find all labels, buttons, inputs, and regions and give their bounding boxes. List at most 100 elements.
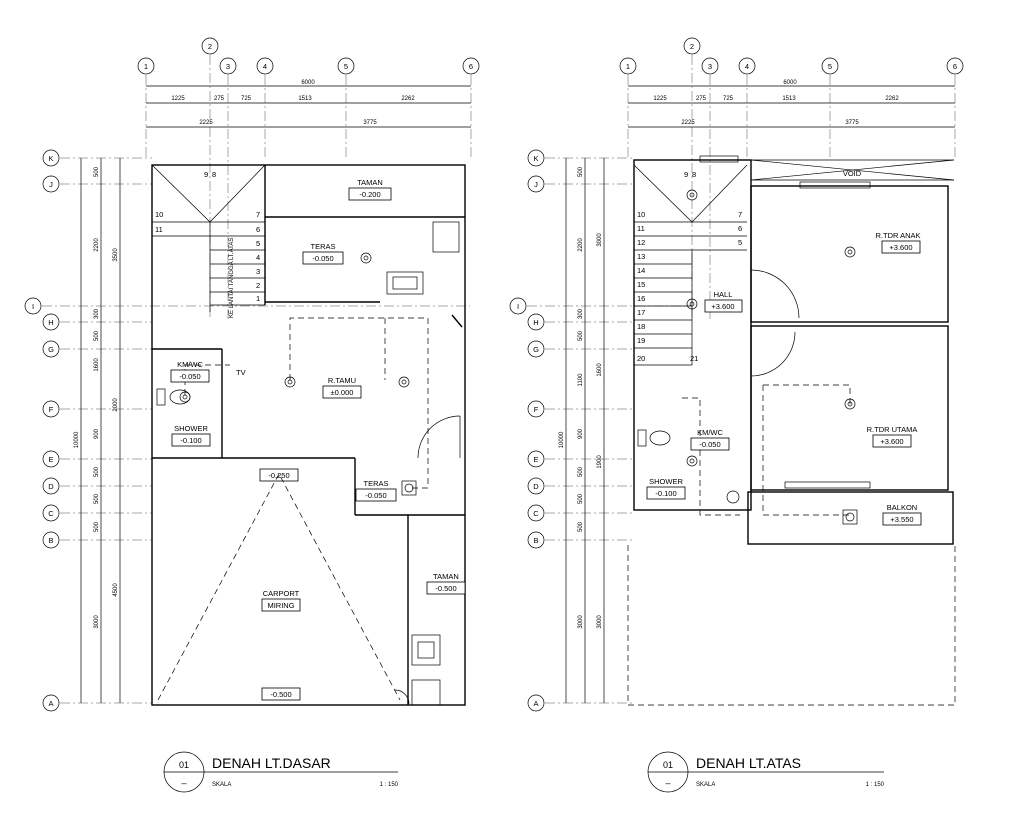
stair-step: 3 [256, 267, 260, 276]
stair-step: 13 [637, 252, 645, 261]
stair-step: 4 [256, 253, 260, 262]
dimension: 275 [696, 96, 707, 102]
void-outline [627, 545, 956, 706]
grid-label: I [517, 302, 519, 311]
grid-label: 4 [263, 62, 267, 71]
stair-step: 11 [155, 225, 163, 234]
walls [627, 155, 956, 706]
dimension: 1225 [653, 96, 667, 102]
plan-number: 01 [663, 760, 673, 770]
room-level: +3.600 [889, 243, 912, 252]
room-level: -0.250 [268, 471, 289, 480]
room-level: -0.500 [435, 584, 456, 593]
grid-label: D [533, 482, 539, 491]
stair-step: 10 [637, 210, 645, 219]
toilet [637, 429, 740, 504]
stair-step: 7 [256, 210, 260, 219]
stair-step: 9 [204, 170, 208, 179]
dimension: 275 [214, 96, 225, 102]
dimension: 1600 [597, 363, 603, 377]
dimension: 500 [578, 493, 584, 504]
dimension: 900 [578, 428, 584, 439]
grid-label: H [48, 318, 53, 327]
toilet [156, 388, 191, 406]
dimension-left: 10000 500 2200 300 500 1600 900 500 500 … [74, 158, 121, 703]
grid-label: 2 [690, 42, 694, 51]
dimension: 500 [578, 521, 584, 532]
dimension: 500 [94, 466, 100, 477]
grid-label: B [533, 536, 538, 545]
title-block: 01 – DENAH LT.ATAS SKALA 1 : 150 [647, 751, 885, 793]
dimension-total: 6000 [301, 80, 315, 86]
room-name: CARPORT [263, 589, 300, 598]
room-level: -0.050 [179, 372, 200, 381]
stair-step: 5 [256, 239, 260, 248]
grid-label: 6 [953, 62, 957, 71]
room-labels: TAMAN -0.200 TERAS -0.050 KM/WC -0.050 R… [170, 178, 466, 701]
stair-step: 6 [738, 224, 742, 233]
grid-label: K [533, 154, 538, 163]
stair-step: 18 [637, 322, 645, 331]
lamp-symbols [179, 252, 417, 496]
grid-label: E [533, 455, 538, 464]
grid-lines-horizontal [42, 157, 470, 704]
stair-step: 14 [637, 266, 645, 275]
dimension: 1100 [578, 373, 584, 387]
stair-step: 16 [637, 294, 645, 303]
grid-lines-horizontal [527, 157, 690, 704]
plan-upper-floor: 1 2 3 4 5 6 K J I H G F E D C B A 6000 1… [509, 37, 964, 793]
stair-step: 1 [256, 294, 260, 303]
grid-label: G [48, 345, 54, 354]
room-name: KM/WC [177, 360, 203, 369]
grid-label: G [533, 345, 539, 354]
plan-symbol: – [665, 778, 670, 788]
grid-label: 5 [344, 62, 348, 71]
grid-label: 1 [144, 62, 148, 71]
stair-step: 9 [684, 170, 688, 179]
dimension: 1900 [597, 455, 603, 469]
dimension: 3000 [597, 233, 603, 247]
dimension: 300 [578, 308, 584, 319]
plan-number: 01 [179, 760, 189, 770]
stair-step: 17 [637, 308, 645, 317]
dimension: 725 [241, 96, 252, 102]
grid-label: D [48, 482, 54, 491]
lamp-symbols [686, 189, 858, 525]
dimension: 1225 [171, 96, 185, 102]
dimension: 4500 [113, 583, 119, 597]
grid-label: C [48, 509, 54, 518]
grid-label: 3 [226, 62, 230, 71]
grid-bubbles-top: 1 2 3 4 5 6 [619, 37, 964, 75]
dimension: 1513 [782, 96, 796, 102]
grid-label: J [534, 180, 538, 189]
title-block: 01 – DENAH LT.DASAR SKALA 1 : 150 [163, 751, 399, 793]
plan-symbol: – [181, 778, 186, 788]
dimension-left: 10000 500 2200 300 500 1100 900 500 500 … [559, 158, 605, 703]
grid-label: B [48, 536, 53, 545]
room-level: ±0.000 [331, 388, 354, 397]
dimension: 3000 [94, 615, 100, 629]
scale-value: 1 : 150 [380, 782, 399, 788]
dimension-top: 6000 1225 275 725 1513 2262 2225 3775 [628, 80, 955, 128]
room-name: HALL [714, 290, 733, 299]
room-name: TERAS [310, 242, 335, 251]
room-level: +3.550 [890, 515, 913, 524]
carport-slope [157, 473, 401, 701]
dimension-top: 6000 1225 275 725 1513 2262 2225 3775 [146, 80, 471, 128]
scale-label: SKALA [212, 782, 231, 788]
grid-label: H [533, 318, 538, 327]
scale-value: 1 : 150 [866, 782, 885, 788]
room-name: SHOWER [174, 424, 208, 433]
room-name: KM/WC [697, 428, 723, 437]
dimension: 725 [723, 96, 734, 102]
dimension: 3000 [597, 615, 603, 629]
stair-step: 5 [738, 238, 742, 247]
stair: 9 8 10 11 7 6 5 4 3 2 1 KE LANTAI TANGGA… [151, 164, 266, 318]
room-level: -0.100 [655, 489, 676, 498]
dimension: 2225 [681, 120, 695, 126]
grid-label: 4 [745, 62, 749, 71]
room-level: -0.200 [359, 190, 380, 199]
stair-step: 11 [637, 224, 645, 233]
electrical-lines [682, 384, 851, 516]
stair-step: 10 [155, 210, 163, 219]
